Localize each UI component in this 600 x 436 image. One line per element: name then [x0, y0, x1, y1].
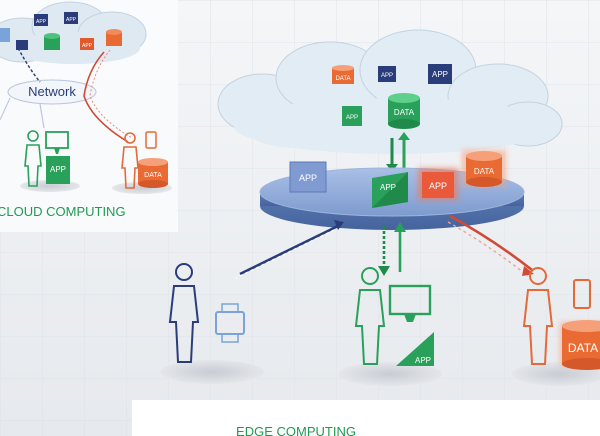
- edge-computing-panel: DATA APP APP APP DATA: [132, 29, 600, 436]
- platform-user-links: [235, 214, 534, 279]
- cloud-database-icon: [44, 33, 60, 50]
- network-label: Network: [28, 84, 76, 99]
- cloud-app-icon: APP: [342, 106, 362, 126]
- network-device-link: [83, 51, 129, 143]
- svg-text:APP: APP: [66, 17, 77, 23]
- user-with-data: DATA: [512, 267, 600, 386]
- phone-icon: [573, 279, 591, 309]
- cloud-app-icon: APP: [428, 64, 452, 84]
- cloud-database-icon: DATA: [388, 93, 420, 129]
- svg-text:APP: APP: [415, 356, 431, 365]
- user-with-watch: [160, 263, 264, 384]
- svg-text:APP: APP: [299, 173, 317, 183]
- cloud-device-icon: [0, 28, 10, 42]
- app-box: [46, 156, 70, 184]
- cloud-platform-arrows: [386, 132, 410, 172]
- svg-text:APP: APP: [50, 165, 66, 174]
- svg-text:DATA: DATA: [394, 108, 415, 117]
- cloud-app-icon: [16, 40, 28, 50]
- cloud-app-icon: APP: [64, 12, 78, 24]
- svg-text:APP: APP: [346, 115, 358, 121]
- network-node: Network: [7, 79, 97, 105]
- platform-data-icon: DATA: [462, 150, 506, 187]
- platform-app-icon: APP: [289, 161, 327, 193]
- cloud-computing-panel: APP APP APP Network: [0, 0, 178, 232]
- svg-text:APP: APP: [429, 181, 447, 191]
- svg-text:APP: APP: [380, 183, 396, 192]
- svg-text:APP: APP: [432, 70, 448, 79]
- cloud-data-icon: DATA: [332, 65, 354, 84]
- app-tile: APP: [396, 332, 434, 366]
- phone-icon: [145, 131, 157, 149]
- cloud-database-icon: [106, 29, 122, 46]
- svg-text:DATA: DATA: [568, 341, 598, 355]
- svg-text:APP: APP: [36, 19, 47, 25]
- svg-text:DATA: DATA: [144, 172, 162, 179]
- watch-icon: [215, 303, 245, 343]
- data-database-icon: DATA: [138, 158, 168, 188]
- data-database-icon: DATA: [560, 320, 600, 370]
- cloud-computing-title: CLOUD COMPUTING: [0, 204, 126, 219]
- svg-text:APP: APP: [381, 73, 393, 79]
- cloud-app-icon: APP: [80, 38, 94, 50]
- user-with-monitor: APP: [20, 130, 80, 192]
- user-with-data: DATA: [112, 131, 172, 194]
- svg-text:APP: APP: [82, 43, 93, 49]
- cloud-app-icon: APP: [378, 66, 396, 82]
- edge-computing-title: EDGE COMPUTING: [236, 424, 356, 436]
- svg-text:DATA: DATA: [474, 167, 495, 176]
- platform-app-icon: APP: [372, 172, 408, 208]
- svg-text:DATA: DATA: [335, 76, 350, 82]
- platform-app-icon: APP: [418, 168, 458, 200]
- cloud-network-link: [17, 47, 41, 83]
- cloud-app-icon: APP: [34, 14, 48, 26]
- user-with-monitor: APP: [338, 267, 442, 386]
